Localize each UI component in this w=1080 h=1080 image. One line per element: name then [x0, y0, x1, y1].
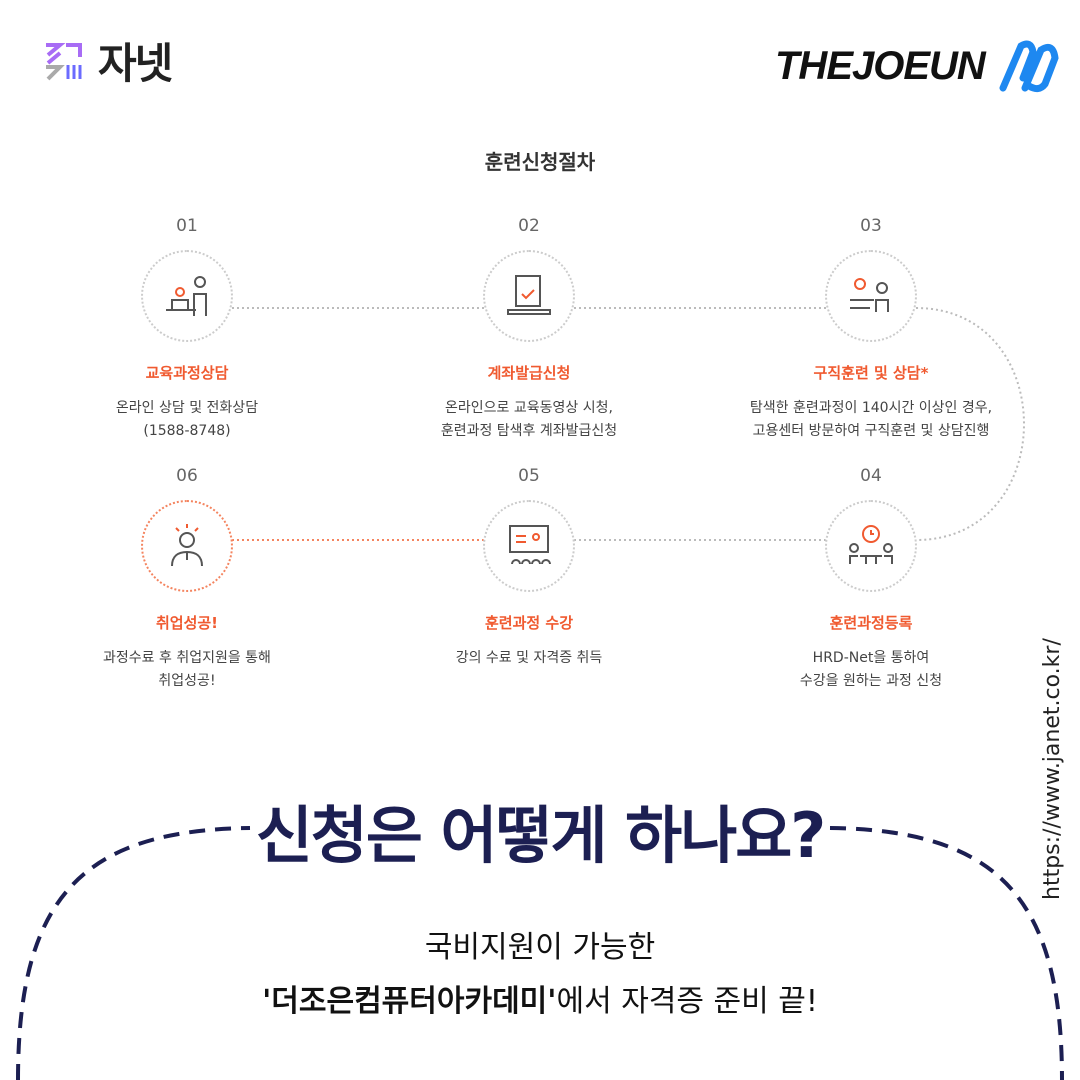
headline: 신청은 어떻게 하나요? [255, 799, 827, 872]
website-url: https://www.janet.co.kr/ [1040, 638, 1065, 900]
step-desc: HRD-Net을 통하여 [812, 650, 930, 666]
step-2: 02 계좌발급신청 온라인으로 교육동영상 시청, 훈련과정 탐색후 계좌발급신청 [369, 216, 689, 443]
step-title: 구직훈련 및 상담* [813, 364, 929, 382]
thejoeun-logo-icon [999, 40, 1059, 93]
subtitle-line-2: '더조은컴퓨터아카데미'에서 자격증 준비 끝! [0, 976, 1080, 1020]
step-desc: 수강을 원하는 과정 신청 [799, 673, 943, 689]
step-number: 05 [518, 466, 540, 486]
step-title: 교육과정상담 [145, 364, 229, 382]
thejoeun-logo-text: THEJOEUN [775, 43, 986, 88]
laptop-document-icon [483, 250, 575, 342]
lecture-icon [483, 500, 575, 592]
janet-logo: 자넷 [44, 30, 173, 91]
meeting-clock-icon [825, 500, 917, 592]
step-desc: 탐색한 훈련과정이 140시간 이상인 경우, [749, 400, 993, 416]
step-desc: 고용센터 방문하여 구직훈련 및 상담진행 [752, 423, 990, 439]
academy-name: '더조은컴퓨터아카데미' [262, 984, 557, 1019]
step-desc: 과정수료 후 취업지원을 통해 [103, 650, 271, 666]
step-desc: 훈련과정 탐색후 계좌발급신청 [440, 423, 618, 439]
subtitle-line-1: 국비지원이 가능한 [424, 930, 656, 965]
thejoeun-logo: THEJOEUN [775, 38, 1059, 94]
step-3: 03 구직훈련 및 상담* 탐색한 훈련과정이 140시간 이상인 경우, 고용센… [711, 216, 1031, 443]
step-number: 02 [518, 216, 540, 236]
step-title: 훈련과정등록 [829, 614, 913, 632]
step-title: 취업성공! [155, 614, 219, 632]
step-desc: 온라인 상담 및 전화상담 [115, 400, 259, 416]
subtitle-rest: 에서 자격증 준비 끝! [556, 984, 818, 1019]
step-5: 05 훈련과정 수강 강의 수료 및 자격증 취득 [369, 466, 689, 670]
step-title: 훈련과정 수강 [484, 614, 574, 632]
step-desc: (1588-8748) [143, 423, 231, 439]
step-number: 03 [860, 216, 882, 236]
step-desc: 온라인으로 교육동영상 시청, [445, 400, 613, 416]
step-number: 01 [176, 216, 198, 236]
step-desc: 취업성공! [158, 673, 216, 689]
step-1: 01 교육과정상담 온라인 상담 및 전화상담 (1588-8748) [27, 216, 347, 443]
process-title: 훈련신청절차 [484, 150, 596, 174]
consult-icon [141, 250, 233, 342]
step-title: 계좌발급신청 [487, 364, 571, 382]
counseling-desk-icon [825, 250, 917, 342]
janet-logo-icon [46, 42, 82, 80]
step-number: 06 [176, 466, 198, 486]
step-number: 04 [860, 466, 882, 486]
success-person-icon [141, 500, 233, 592]
janet-logo-text: 자넷 [98, 39, 173, 88]
step-desc: 강의 수료 및 자격증 취득 [455, 650, 603, 666]
